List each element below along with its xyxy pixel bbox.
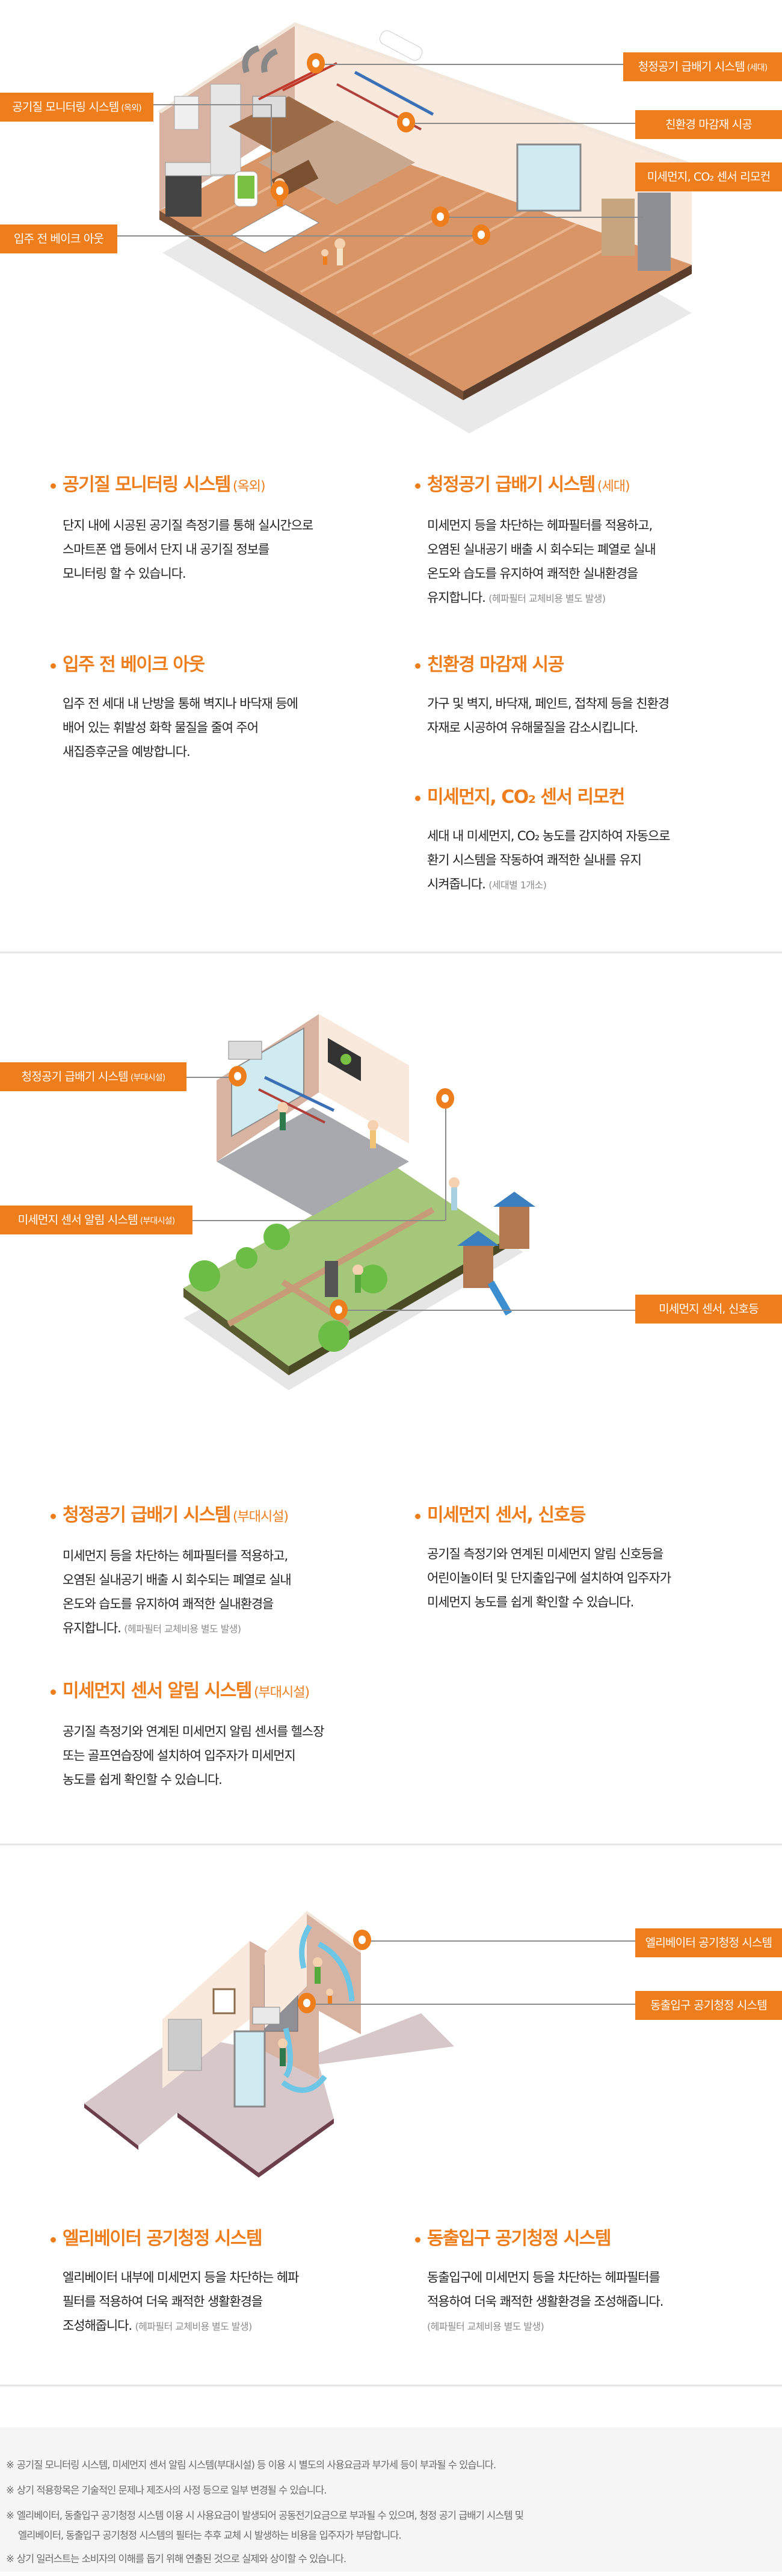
note-item: ※공기질 모니터링 시스템, 미세먼지 센서 알림 시스템(부대시설) 등 이용… <box>6 2459 496 2471</box>
cost-note: (헤파필터 교체비용 별도 발생) <box>488 593 606 604</box>
feature-title: 청정공기 급배기 시스템(부대시설) <box>51 1503 387 1529</box>
leader-line <box>117 235 475 237</box>
callout-air-monitor: 공기질 모니터링 시스템(옥외) <box>0 93 153 122</box>
lobby-illustration: 엘리베이터 공기청정 시스템 동출입구 공기청정 시스템 <box>0 1890 782 2191</box>
feature-description: 세대 내 미세먼지, CO₂ 농도를 감지하여 자동으로 환기 시스템을 작동하… <box>427 829 670 891</box>
note-item-continued: 엘리베이터, 동출입구 공기청정 시스템의 필터는 추후 교체 시 발생하는 비… <box>18 2530 402 2541</box>
leader-line <box>370 1940 644 1942</box>
section-divider <box>0 952 782 953</box>
feature-bake-out: 입주 전 베이크 아웃 입주 전 세대 내 난방을 통해 벽지나 바닥재 등에 … <box>51 653 387 764</box>
leader-line <box>415 123 644 124</box>
callout-ventilation: 청정공기 급배기 시스템(세대) <box>623 52 782 81</box>
leader-line <box>271 104 272 191</box>
feature-description: 공기질 측정기와 연계된 미세먼지 알림 센서를 헬스장 또는 골프연습장에 설… <box>63 1724 324 1787</box>
section-divider <box>0 2385 782 2386</box>
feature-title: 공기질 모니터링 시스템(옥외) <box>51 473 387 499</box>
feature-eco-finish: 친환경 마감재 시공 가구 및 벽지, 바닥재, 페인트, 접착제 등을 친환경… <box>415 653 752 740</box>
gym-playground-artwork <box>183 1014 535 1390</box>
feature-elevator: 엘리베이터 공기청정 시스템 엘리베이터 내부에 미세먼지 등을 차단하는 헤파… <box>51 2227 387 2339</box>
leader-line <box>313 2004 644 2005</box>
callout-sensor-remote: 미세먼지, CO₂ 센서 리모컨 <box>635 163 782 191</box>
hotspot-elevator[interactable] <box>353 1930 371 1950</box>
feature-description: 미세먼지 등을 차단하는 헤파필터를 적용하고, 오염된 실내공기 배출 시 회… <box>63 1549 292 1635</box>
feature-entrance: 동출입구 공기청정 시스템 동출입구에 미세먼지 등을 차단하는 헤파필터를 적… <box>415 2227 752 2339</box>
callout-entrance: 동출입구 공기청정 시스템 <box>635 1991 782 2020</box>
hotspot-alarm[interactable] <box>436 1088 454 1109</box>
cost-note: (헤파필터 교체비용 별도 발생) <box>135 2321 252 2332</box>
feature-description: 동출입구에 미세먼지 등을 차단하는 헤파필터를 적용하여 더욱 쾌적한 생활환… <box>427 2270 663 2332</box>
hotspot-ventilation[interactable] <box>307 53 325 73</box>
feature-title: 엘리베이터 공기청정 시스템 <box>51 2227 387 2251</box>
cost-note: (헤파필터 교체비용 별도 발생) <box>124 1623 241 1635</box>
feature-title: 미세먼지, CO₂ 센서 리모컨 <box>415 785 752 810</box>
unit-illustration: 공기질 모니터링 시스템(옥외) 입주 전 베이크 아웃 청정공기 급배기 시스… <box>0 0 782 433</box>
callout-signal: 미세먼지 센서, 신호등 <box>635 1295 782 1324</box>
callout-elevator: 엘리베이터 공기청정 시스템 <box>635 1928 782 1957</box>
feature-title: 청정공기 급배기 시스템(세대) <box>415 473 752 499</box>
note-item: ※엘리베이터, 동출입구 공기청정 시스템 이용 시 사용요금이 발생되어 공동… <box>6 2510 524 2521</box>
feature-title: 입주 전 베이크 아웃 <box>51 653 387 677</box>
hotspot-eco-finish[interactable] <box>397 112 415 132</box>
feature-ventilation: 청정공기 급배기 시스템(세대) 미세먼지 등을 차단하는 헤파필터를 적용하고… <box>415 473 752 611</box>
feature-signal: 미세먼지 센서, 신호등 공기질 측정기와 연계된 미세먼지 알림 신호등을 어… <box>415 1503 752 1614</box>
quantity-note: (세대별 1개소) <box>488 879 547 891</box>
leader-line <box>325 64 638 65</box>
feature-sensor-remote: 미세먼지, CO₂ 센서 리모컨 세대 내 미세먼지, CO₂ 농도를 감지하여… <box>415 785 752 897</box>
feature-title: 동출입구 공기청정 시스템 <box>415 2227 752 2251</box>
leader-line <box>192 1220 445 1221</box>
facility-illustration: 청정공기 급배기 시스템(부대시설) 미세먼지 센서 알림 시스템(부대시설) … <box>0 999 782 1457</box>
feature-title: 미세먼지 센서, 신호등 <box>415 1503 752 1528</box>
hotspot-bake-out[interactable] <box>472 224 490 245</box>
feature-air-monitor: 공기질 모니터링 시스템(옥외) 단지 내에 시공된 공기질 측정기를 통해 실… <box>51 473 387 586</box>
section-divider <box>0 1844 782 1845</box>
elevator-lobby-artwork <box>84 1911 454 2178</box>
feature-description: 입주 전 세대 내 난방을 통해 벽지나 바닥재 등에 배어 있는 휘발성 화학… <box>63 696 298 759</box>
note-item: ※상기 일러스트는 소비자의 이해를 돕기 위해 연출된 것으로 실제와 상이할… <box>6 2553 346 2565</box>
hotspot-signal[interactable] <box>330 1299 348 1320</box>
callout-facility-ventilation: 청정공기 급배기 시스템(부대시설) <box>0 1062 186 1091</box>
feature-description: 가구 및 벽지, 바닥재, 페인트, 접착제 등을 친환경 자재로 시공하여 유… <box>427 696 670 735</box>
cost-note: (헤파필터 교체비용 별도 발생) <box>427 2321 544 2332</box>
leader-line <box>123 104 271 105</box>
leader-line <box>448 217 644 218</box>
hotspot-air-monitor[interactable] <box>271 181 289 201</box>
feature-description: 미세먼지 등을 차단하는 헤파필터를 적용하고, 오염된 실내공기 배출 시 회… <box>427 518 656 605</box>
leader-line <box>346 1310 644 1311</box>
note-item: ※상기 적용항목은 기술적인 문제나 제조사의 사정 등으로 일부 변경될 수 … <box>6 2485 327 2496</box>
callout-alarm: 미세먼지 센서 알림 시스템(부대시설) <box>0 1206 192 1234</box>
leader-line <box>445 1100 446 1221</box>
apartment-unit-artwork <box>158 22 694 433</box>
leader-line <box>186 1077 232 1078</box>
feature-title: 친환경 마감재 시공 <box>415 653 752 677</box>
hotspot-sensor-remote[interactable] <box>431 206 449 227</box>
feature-description: 공기질 측정기와 연계된 미세먼지 알림 신호등을 어린이놀이터 및 단지출입구… <box>427 1547 671 1609</box>
hotspot-entrance[interactable] <box>298 1993 316 2013</box>
feature-description: 엘리베이터 내부에 미세먼지 등을 차단하는 헤파 필터를 적용하여 더욱 쾌적… <box>63 2270 299 2333</box>
feature-alarm: 미세먼지 센서 알림 시스템(부대시설) 공기질 측정기와 연계된 미세먼지 알… <box>51 1679 387 1792</box>
callout-bake-out: 입주 전 베이크 아웃 <box>0 224 117 253</box>
callout-eco-finish: 친환경 마감재 시공 <box>635 110 782 139</box>
hotspot-facility-ventilation[interactable] <box>229 1066 247 1086</box>
feature-title: 미세먼지 센서 알림 시스템(부대시설) <box>51 1679 387 1705</box>
feature-description: 단지 내에 시공된 공기질 측정기를 통해 실시간으로 스마트폰 앱 등에서 단… <box>63 518 313 581</box>
disclaimer-notes: ※공기질 모니터링 시스템, 미세먼지 센서 알림 시스템(부대시설) 등 이용… <box>0 2427 782 2572</box>
feature-facility-ventilation: 청정공기 급배기 시스템(부대시설) 미세먼지 등을 차단하는 헤파필터를 적용… <box>51 1503 387 1641</box>
